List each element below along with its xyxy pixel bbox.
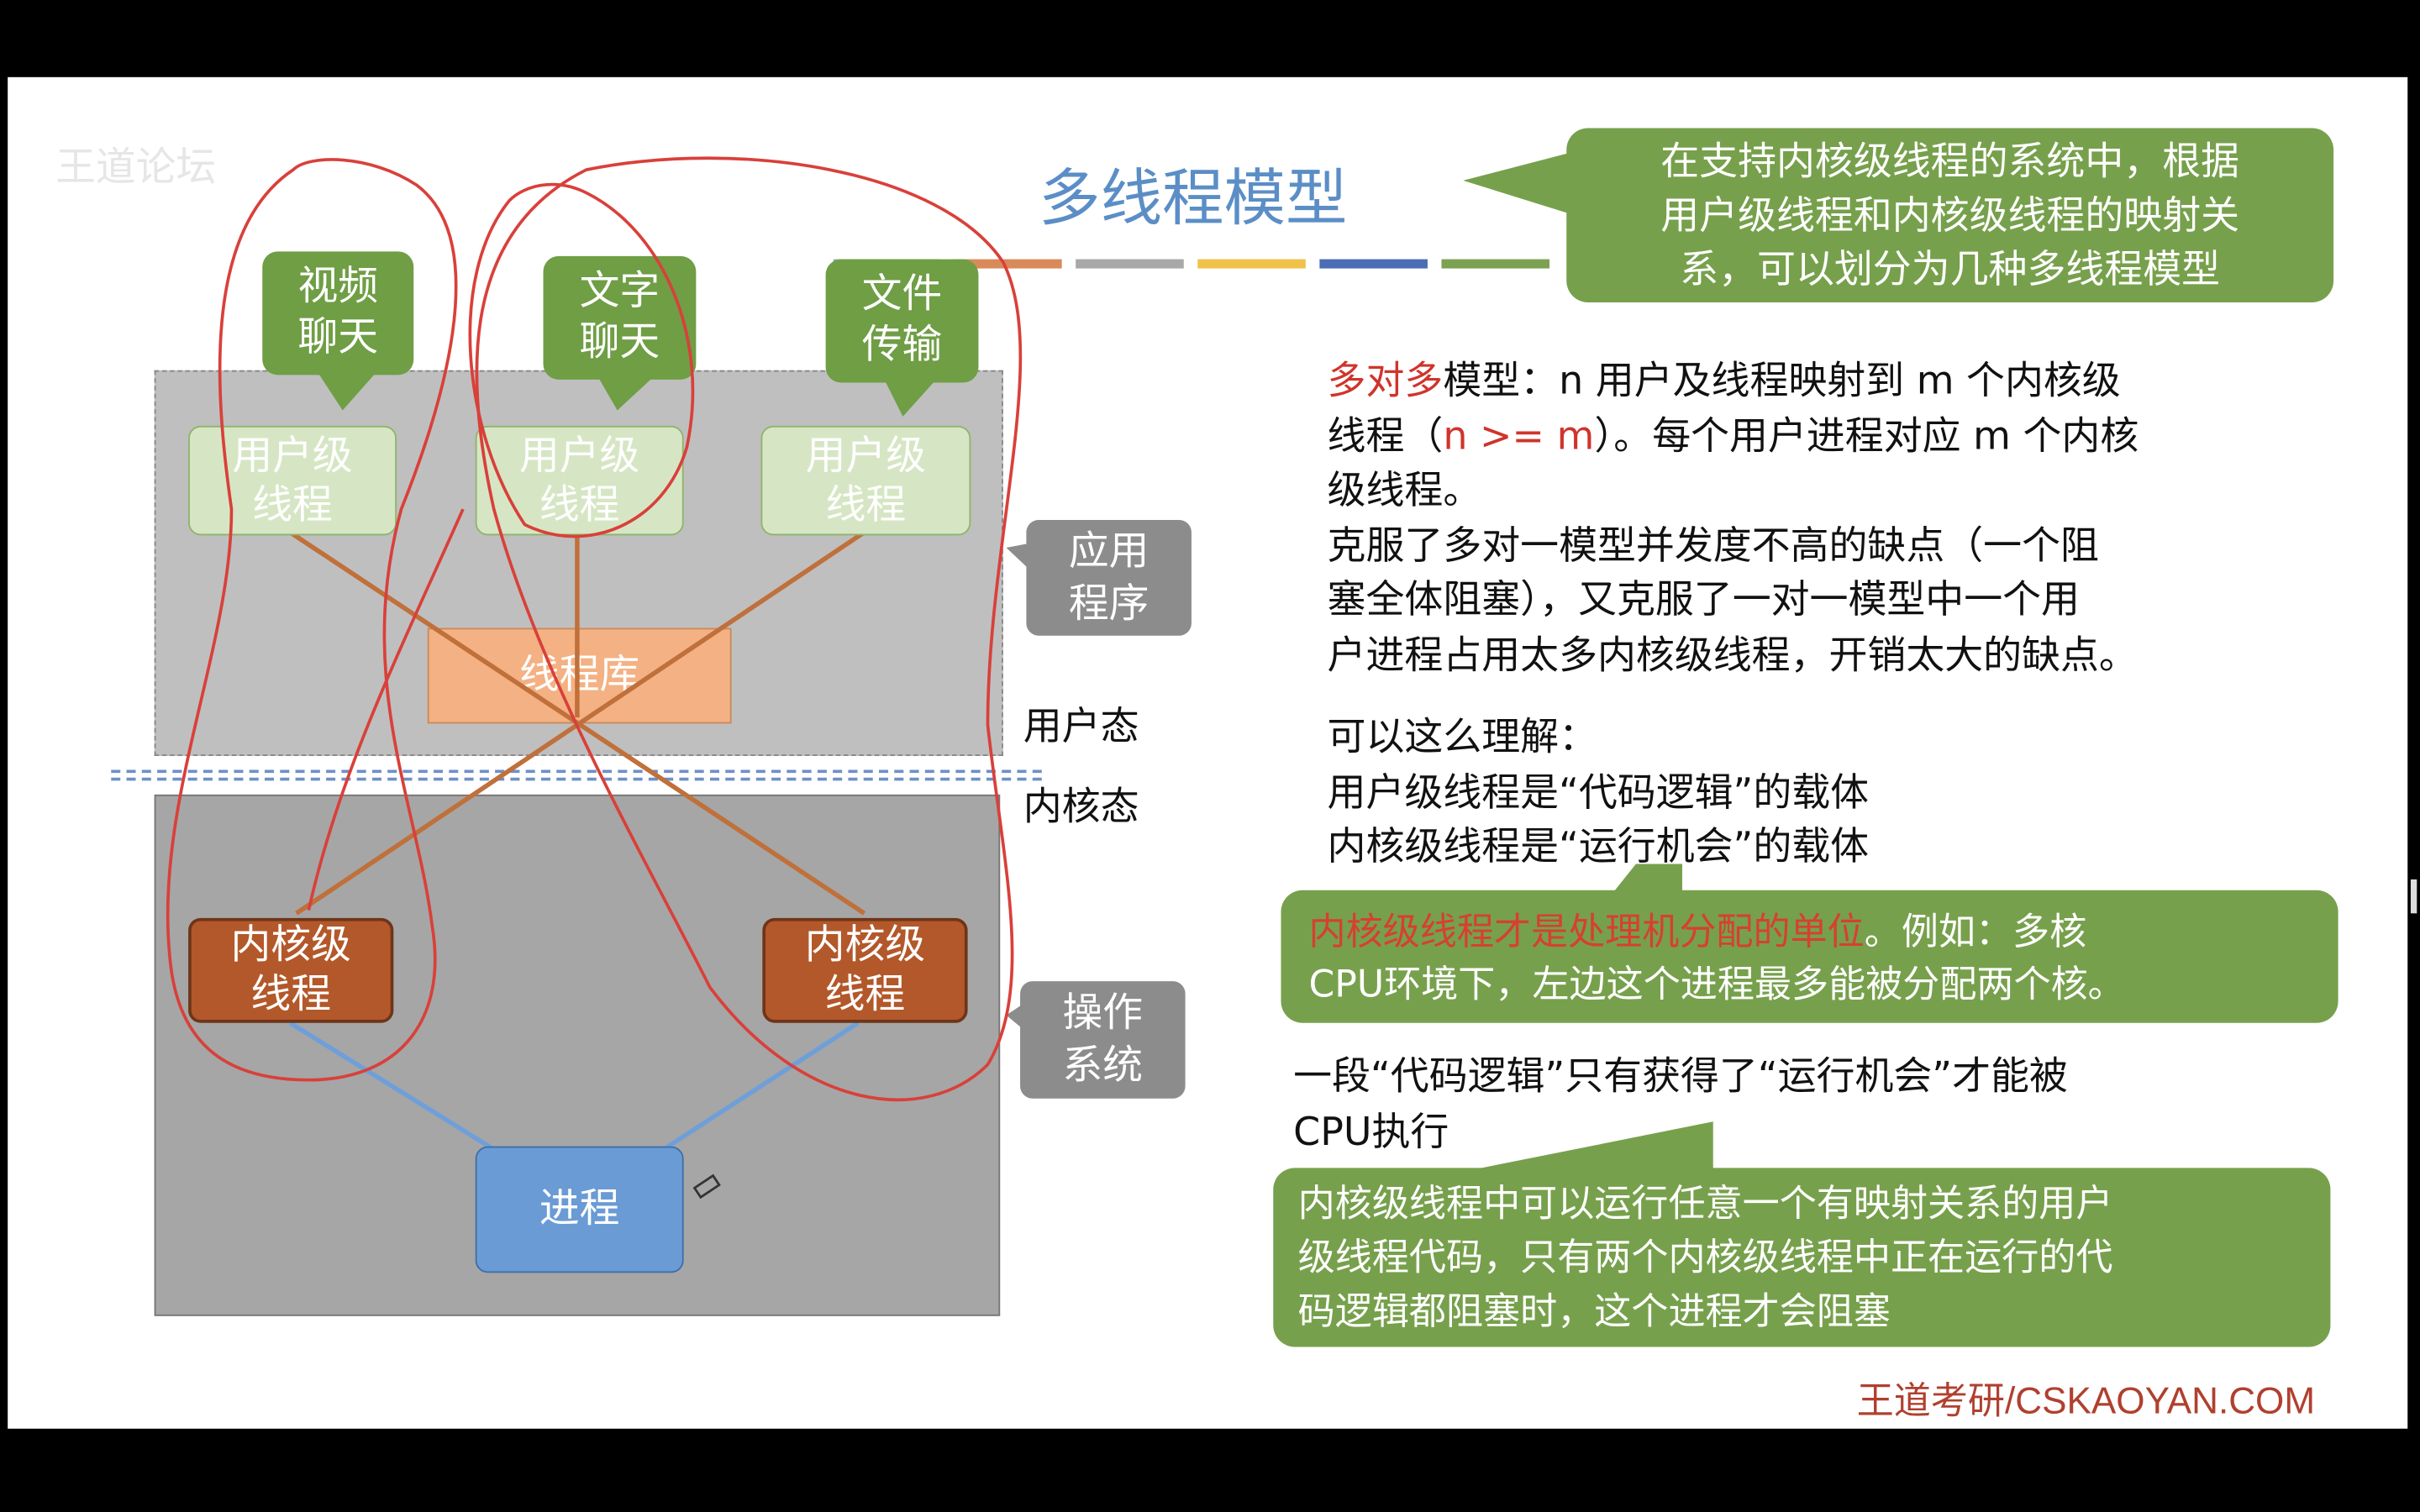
kernel-mode-label: 内核态 (1023, 784, 1139, 829)
callout-blocking: 内核级线程中可以运行任意一个有映射关系的用户 级线程代码，只有两个内核级线程中正… (1273, 1168, 2331, 1347)
bubble-file-transfer: 文件传输 (825, 259, 979, 383)
callout-tail (1463, 150, 1582, 218)
watermark: 王道论坛 (55, 144, 217, 192)
top-callout: 在支持内核级线程的系统中，根据 用户级线程和内核级线程的映射关 系，可以划分为几… (1566, 128, 2334, 302)
os-label: 操作系统 (1020, 981, 1186, 1099)
process-line (288, 1021, 496, 1152)
user-thread-2: 用户级线程 (475, 425, 684, 536)
paragraph-many-to-many: 多对多模型：n 用户及线程映射到 m 个内核级 线程（n >= m）。每个用户进… (1327, 358, 2139, 677)
callout-processor-unit: 内核级线程才是处理机分配的单位。例如：多核 CPU环境下，左边这个进程最多能被分… (1281, 890, 2338, 1023)
footer-brand: 王道考研/CSKAOYAN.COM (1856, 1380, 2316, 1423)
scrollbar[interactable] (2410, 879, 2417, 914)
callout-line: 用户级线程和内核级线程的映射关 (1660, 192, 2240, 238)
user-mode-label: 用户态 (1023, 703, 1139, 748)
highlight-text: 多对多 (1327, 358, 1444, 403)
dash (1076, 259, 1184, 269)
kernel-thread-1: 内核级线程 (188, 917, 394, 1023)
callout-line: 系，可以划分为几种多线程模型 (1680, 246, 2221, 292)
paragraph-code-logic: 一段“代码逻辑”只有获得了“运行机会”才能被 CPU执行 (1293, 1053, 2068, 1153)
highlight-text: n >= m (1443, 412, 1595, 458)
user-thread-3: 用户级线程 (760, 425, 971, 536)
kernel-thread-2: 内核级线程 (762, 917, 968, 1023)
dash (1319, 259, 1428, 269)
dash (1197, 259, 1306, 269)
dash (954, 259, 1062, 269)
callout-line: 在支持内核级线程的系统中，根据 (1660, 139, 2240, 184)
bubble-text-chat: 文字聊天 (543, 255, 697, 380)
paragraph-understanding: 可以这么理解： 用户级线程是“代码逻辑”的载体 内核级线程是“运行机会”的载体 (1327, 714, 1870, 869)
dash (1441, 259, 1550, 269)
page-title: 多线程模型 (1039, 163, 1348, 235)
mode-divider (111, 769, 1042, 781)
process-box: 进程 (475, 1146, 684, 1273)
process-line (662, 1021, 860, 1152)
app-label: 应用程序 (1026, 519, 1192, 636)
bubble-video-chat: 视频聊天 (262, 251, 414, 375)
mapping-line (295, 530, 866, 916)
